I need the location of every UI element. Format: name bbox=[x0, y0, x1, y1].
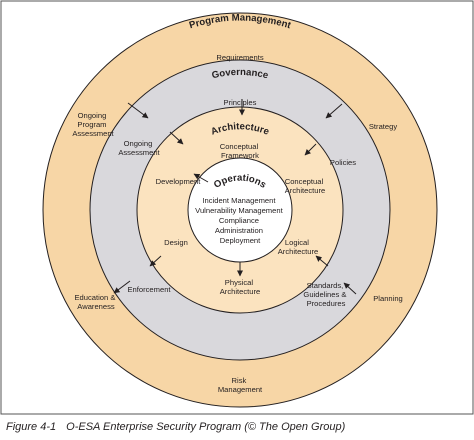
arrow-planning-to-standards bbox=[343, 282, 357, 295]
arrow-governance-assessment-to-architecture bbox=[169, 131, 184, 145]
development-label: Development bbox=[156, 177, 202, 186]
enforcement-label: Enforcement bbox=[127, 285, 171, 294]
risk-management-label: Risk Management bbox=[218, 376, 263, 394]
operations-title: Operations bbox=[212, 173, 268, 191]
governance-title: Governance bbox=[211, 67, 270, 81]
ongoing-assessment-label: Ongoing Assessment bbox=[118, 139, 160, 157]
ongoing-program-assessment-label: Ongoing Program Assessment bbox=[72, 111, 114, 138]
arrow-enforcement-to-education bbox=[113, 280, 131, 294]
design-label: Design bbox=[164, 238, 188, 247]
requirements-label: Requirements bbox=[216, 53, 263, 62]
conceptual-framework-label: Conceptual Framework bbox=[220, 142, 261, 160]
arrow-design-to-enforcement bbox=[149, 255, 162, 267]
standards-guidelines-procedures-label: Standards, Guidelines & Procedures bbox=[303, 281, 348, 308]
figure-caption: Figure 4-1 O-ESA Enterprise Security Prog… bbox=[6, 421, 345, 433]
strategy-label: Strategy bbox=[369, 122, 397, 131]
o-esa-diagram: Program Management Governance Architectu… bbox=[0, 0, 474, 415]
arrow-program-assessment-to-governance bbox=[127, 102, 149, 119]
policies-label: Policies bbox=[330, 158, 356, 167]
education-awareness-label: Education & Awareness bbox=[74, 293, 117, 311]
figure-title: O-ESA Enterprise Security Program (© The… bbox=[66, 421, 346, 433]
arrow-policies-to-conceptual-architecture bbox=[304, 143, 317, 156]
principles-label: Principles bbox=[224, 98, 257, 107]
planning-label: Planning bbox=[373, 294, 403, 303]
arrow-development-to-operations bbox=[193, 173, 209, 183]
logical-architecture-label: Logical Architecture bbox=[278, 238, 319, 256]
arrow-strategy-to-policies bbox=[325, 103, 343, 119]
conceptual-architecture-label: Conceptual Architecture bbox=[285, 177, 326, 195]
architecture-title: Architecture bbox=[210, 121, 271, 138]
arrow-standards-to-logical-architecture bbox=[315, 255, 329, 267]
operations-items-list: Incident Management Vulnerability Manage… bbox=[195, 196, 285, 245]
figure-number: Figure 4-1 bbox=[6, 421, 57, 433]
physical-architecture-label: Physical Architecture bbox=[220, 278, 261, 296]
